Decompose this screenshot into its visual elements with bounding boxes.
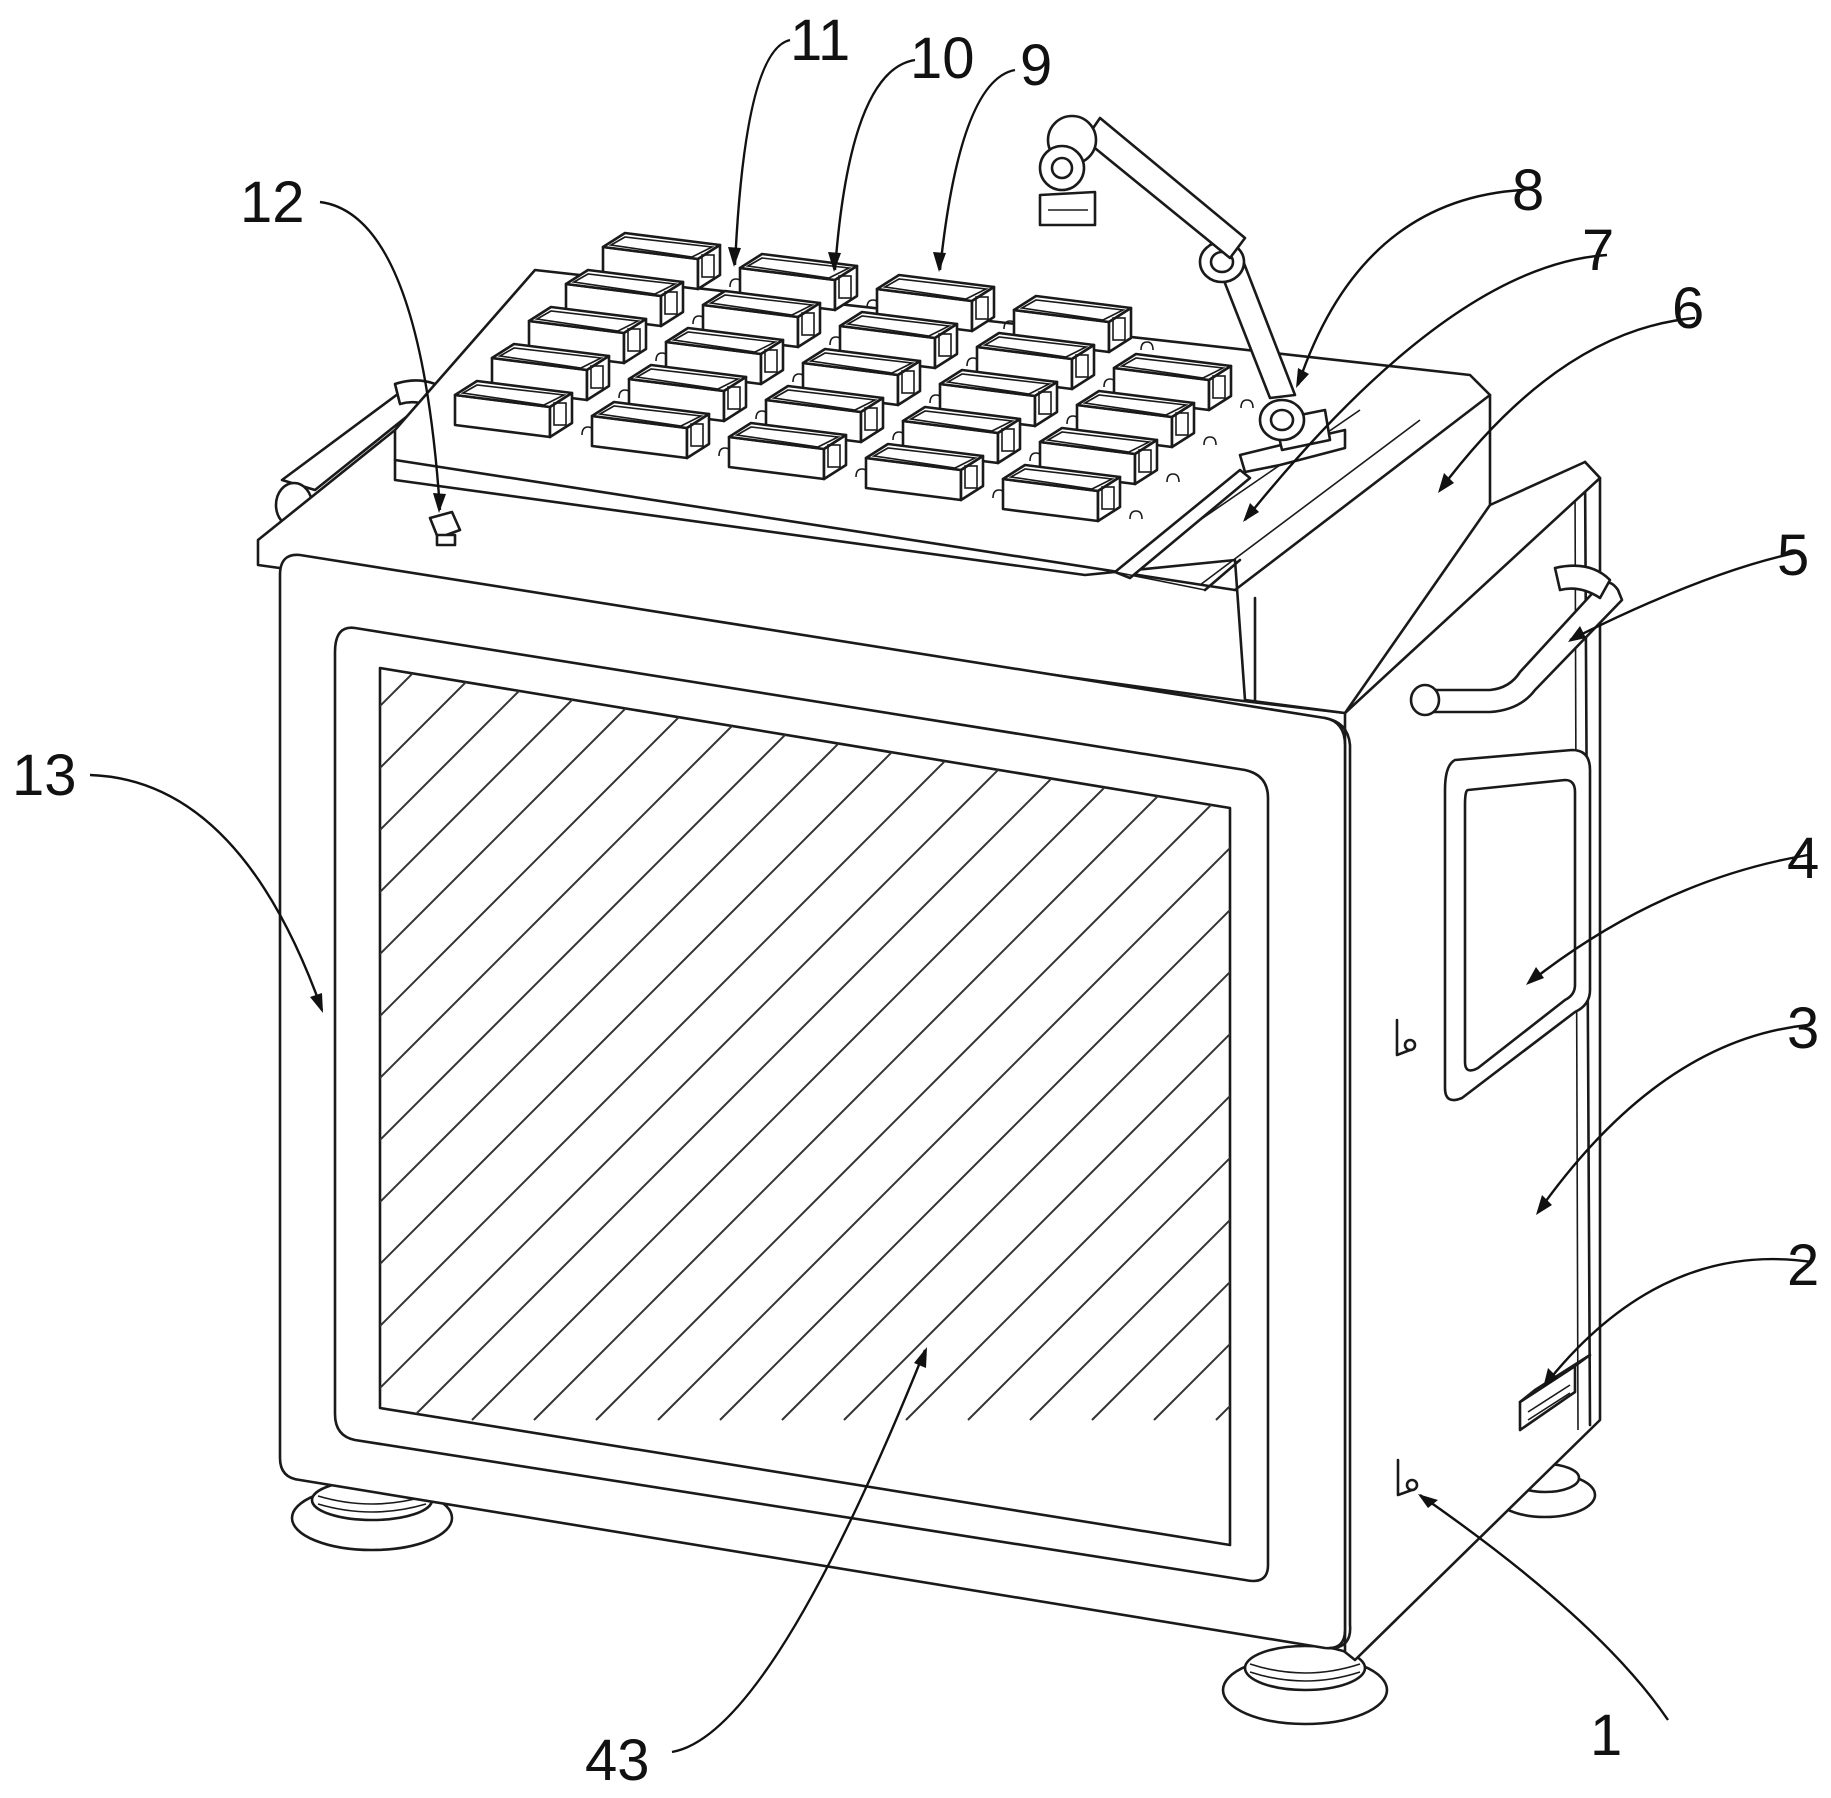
callout-8: 8 bbox=[1512, 158, 1544, 223]
callout-3: 3 bbox=[1787, 996, 1819, 1061]
callout-10: 10 bbox=[910, 26, 975, 91]
callout-13: 13 bbox=[12, 743, 77, 808]
callout-12: 12 bbox=[240, 170, 305, 235]
callout-6: 6 bbox=[1672, 276, 1704, 341]
callout-2: 2 bbox=[1787, 1233, 1819, 1298]
callout-5: 5 bbox=[1777, 523, 1809, 588]
callout-7: 7 bbox=[1582, 218, 1614, 283]
callout-11: 11 bbox=[790, 8, 850, 73]
callout-43: 43 bbox=[585, 1728, 650, 1793]
callout-1: 1 bbox=[1590, 1703, 1622, 1768]
callout-4: 4 bbox=[1787, 826, 1819, 891]
callout-9: 9 bbox=[1020, 33, 1052, 98]
